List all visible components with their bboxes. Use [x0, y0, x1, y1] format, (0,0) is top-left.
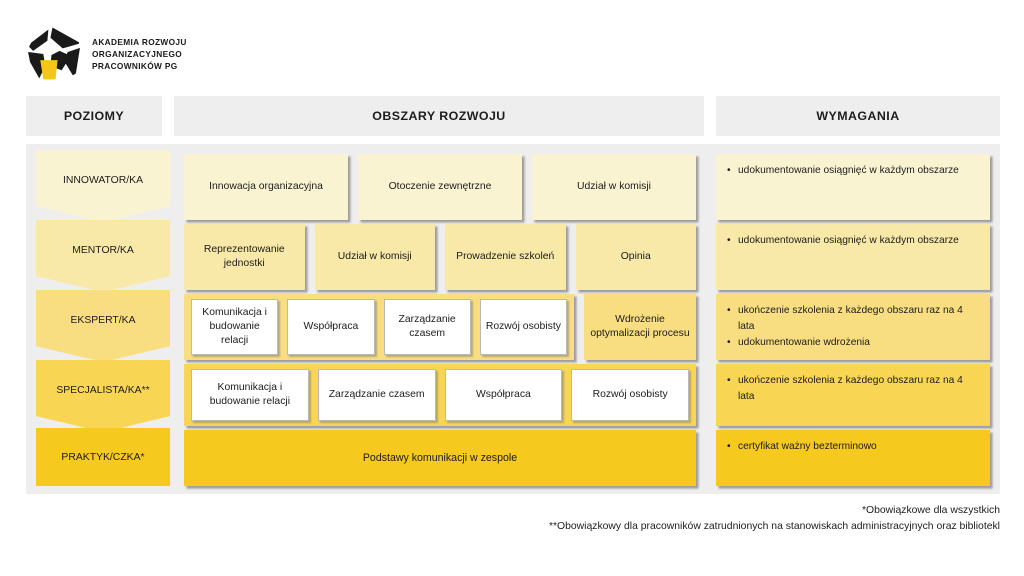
requirements-box[interactable]: certyfikat ważny bezterminowo [716, 430, 990, 486]
logo-block: AKADEMIA ROZWOJU ORGANIZACYJNEGO PRACOWN… [26, 24, 266, 86]
requirements-box[interactable]: ukończenie szkolenia z każdego obszaru r… [716, 364, 990, 426]
footnote-two: **Obowiązkowy dla pracowników zatrudnion… [548, 521, 1000, 533]
area-box[interactable]: Udział w komisji [532, 154, 696, 220]
header-areas: OBSZARY ROZWOJU [174, 96, 704, 136]
requirements-box[interactable]: udokumentowanie osiągnięć w każdym obsza… [716, 224, 990, 290]
level-chevron[interactable]: PRAKTYK/CZKA* [36, 428, 170, 486]
area-box[interactable]: Prowadzenie szkoleń [445, 224, 566, 290]
area-box[interactable]: Udział w komisji [314, 224, 435, 290]
footnote-one: *Obowiązkowe dla wszystkich [861, 505, 1000, 516]
area-card[interactable]: Współpraca [444, 369, 563, 421]
level-chevron[interactable]: MENTOR/KA [36, 220, 170, 292]
requirements-box[interactable]: udokumentowanie osiągnięć w każdym obsza… [716, 154, 990, 220]
area-card[interactable]: Rozwój osobisty [479, 299, 567, 355]
area-card[interactable]: Współpraca [287, 299, 375, 355]
matrix-row: PRAKTYK/CZKA*Podstawy komunikacji w zesp… [26, 428, 1000, 486]
logo-wordmark: AKADEMIA ROZWOJU ORGANIZACYJNEGO PRACOWN… [92, 37, 187, 71]
area-box[interactable]: Otoczenie zewnętrzne [358, 154, 522, 220]
header-levels: POZIOMY [26, 96, 162, 136]
area-box[interactable]: Reprezentowanie jednostki [184, 224, 305, 290]
level-chevron[interactable]: EKSPERT/KA [36, 290, 170, 362]
area-box-side[interactable]: Wdrożenie optymalizacji procesu [584, 294, 696, 360]
area-box[interactable]: Innowacja organizacyjna [184, 154, 348, 220]
area-card[interactable]: Rozwój osobisty [571, 369, 689, 421]
requirement-item: udokumentowanie osiągnięć w każdym obsza… [727, 233, 979, 249]
level-chevron[interactable]: SPECJALISTA/KA** [36, 360, 170, 432]
footnotes: *Obowiązkowe dla wszystkich **Obowiązkow… [549, 503, 1000, 535]
area-card[interactable]: Komunikacja i budowanie relacji [191, 299, 279, 355]
requirement-item: udokumentowanie wdrożenia [727, 335, 979, 351]
requirements-box[interactable]: ukończenie szkolenia z każdego obszaru r… [716, 294, 990, 360]
akademia-rozwoju-logo-icon [28, 27, 80, 80]
requirement-item: ukończenie szkolenia z każdego obszaru r… [727, 303, 979, 335]
requirement-item: udokumentowanie osiągnięć w każdym obsza… [727, 163, 979, 179]
matrix-row: SPECJALISTA/KA**Komunikacja i budowanie … [26, 360, 1000, 432]
requirement-item: certyfikat ważny bezterminowo [727, 439, 979, 455]
level-chevron[interactable]: INNOWATOR/KA [36, 150, 170, 222]
area-box[interactable]: Opinia [575, 224, 696, 290]
header-requirements: WYMAGANIA [716, 96, 1000, 136]
area-card[interactable]: Zarządzanie czasem [383, 299, 471, 355]
column-headers: POZIOMY OBSZARY ROZWOJU WYMAGANIA [26, 96, 1000, 136]
requirement-item: ukończenie szkolenia z każdego obszaru r… [727, 373, 979, 405]
area-box-wide[interactable]: Podstawy komunikacji w zespole [184, 430, 696, 486]
area-card[interactable]: Komunikacja i budowanie relacji [191, 369, 309, 421]
area-card[interactable]: Zarządzanie czasem [317, 369, 436, 421]
